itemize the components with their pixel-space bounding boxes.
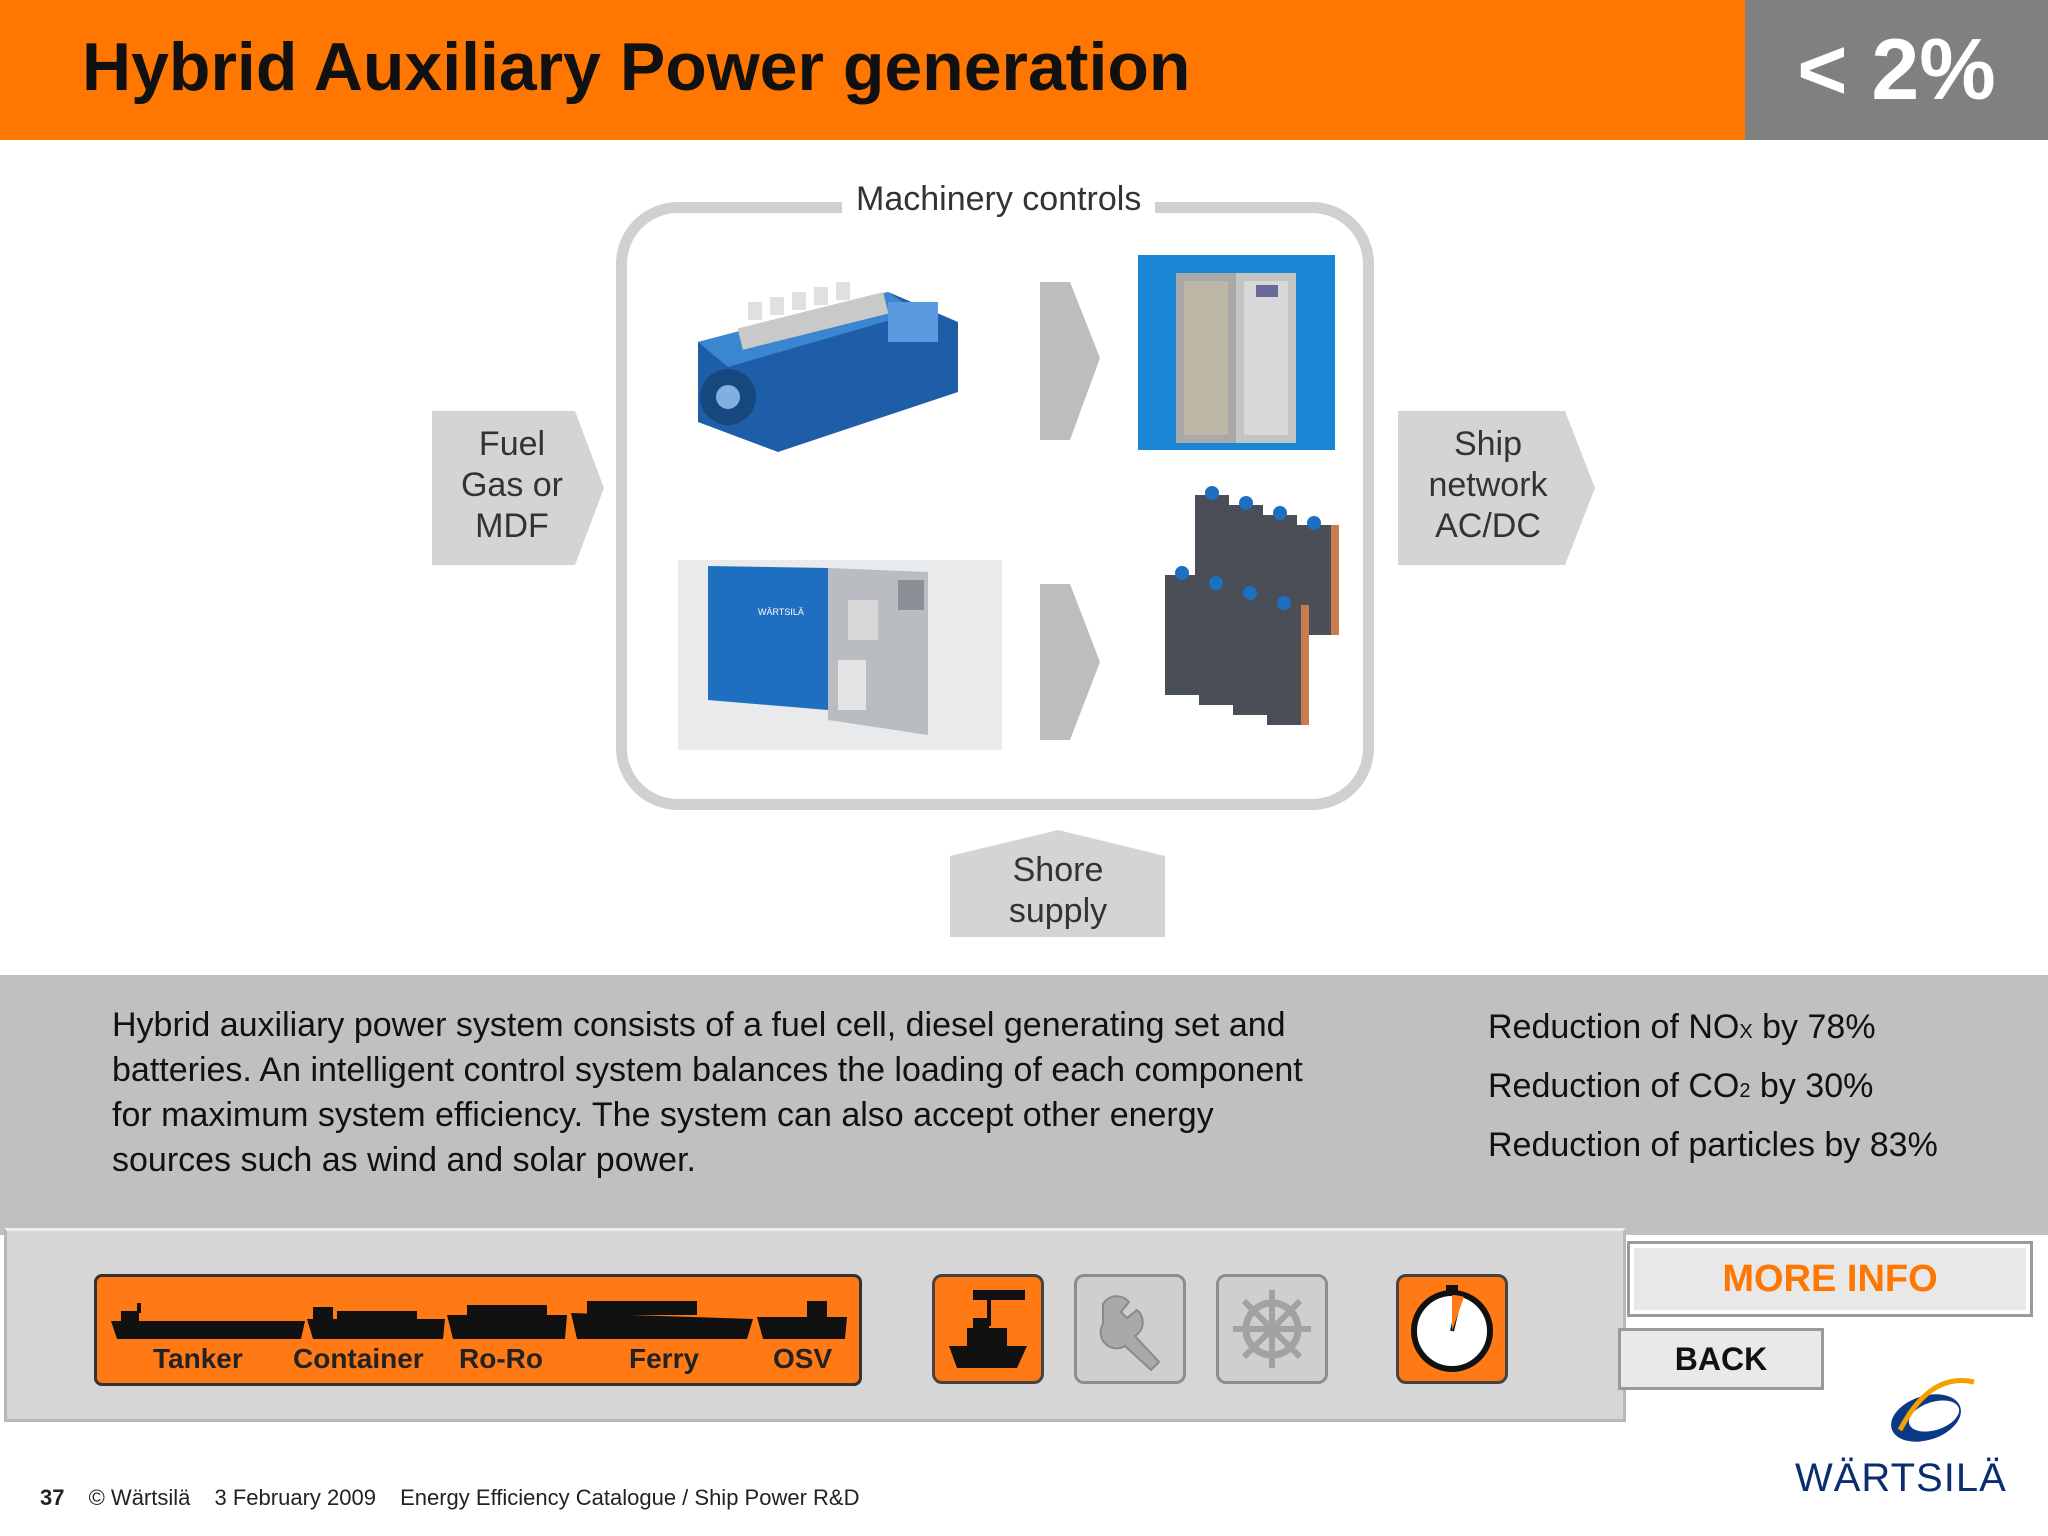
fuel-input-arrow [432, 411, 604, 565]
system-description: Hybrid auxiliary power system consists o… [112, 1006, 1303, 1179]
svg-text:WÄRTSILÄ: WÄRTSILÄ [758, 607, 804, 617]
battery-bank-image [1165, 486, 1339, 725]
stopwatch-icon [1411, 1285, 1493, 1372]
wrench-icon [1099, 1295, 1161, 1372]
result-nox: Reduction of NOX by 78% [1488, 1008, 1876, 1046]
ship-type-bar[interactable]: Tanker Container Ro-Ro Ferry OSV [94, 1274, 862, 1386]
fuel-input-line-2: Gas or [460, 466, 564, 504]
header-bar [0, 0, 1745, 140]
ship-osv-label[interactable]: OSV [773, 1343, 833, 1374]
payback-time-button[interactable] [1396, 1274, 1508, 1384]
fuel-cell-image: WÄRTSILÄ [678, 560, 1002, 750]
footer-date: 3 February 2009 [214, 1485, 376, 1510]
shore-supply-label: Shore supply [958, 850, 1158, 932]
ship-silhouettes [111, 1301, 847, 1339]
fuel-input-line-3: MDF [475, 507, 549, 545]
savings-badge: < 2% [1745, 0, 2048, 140]
maintenance-button[interactable] [1074, 1274, 1186, 1384]
page-number: 37 [40, 1485, 65, 1510]
result-co2: Reduction of CO2 by 30% [1488, 1067, 1874, 1105]
ship-network-arrow [1398, 411, 1595, 565]
ship-port-icon [949, 1290, 1027, 1368]
footer: 37 © Wärtsilä 3 February 2009 Energy Eff… [40, 1485, 877, 1511]
fuel-input-label: Fuel Gas or MDF [432, 424, 592, 547]
machinery-controls-label: Machinery controls [842, 180, 1156, 219]
wartsila-logo: WÄRTSILÄ [1795, 1456, 2007, 1500]
ferry-silhouette [571, 1313, 753, 1339]
container-silhouette [307, 1319, 445, 1339]
results-list: Reduction of NOX by 78% Reduction of CO2… [1488, 1000, 2028, 1172]
back-button[interactable]: BACK [1618, 1328, 1824, 1390]
catalogue-title: Energy Efficiency Catalogue / Ship Power… [400, 1485, 860, 1510]
more-info-button[interactable]: MORE INFO [1627, 1241, 2033, 1317]
ship-container-label[interactable]: Container [293, 1343, 424, 1374]
fuelcell-to-battery-arrow [1040, 584, 1100, 740]
wartsila-logo-icon [1891, 1378, 1975, 1442]
shore-supply-line-2: supply [1008, 892, 1108, 930]
osv-silhouette [757, 1317, 847, 1339]
result-particles: Reduction of particles by 83% [1488, 1126, 1938, 1164]
info-band [0, 975, 2048, 1235]
ship-ferry-label[interactable]: Ferry [629, 1343, 700, 1374]
shore-supply-line-1: Shore [1012, 851, 1104, 889]
engine-to-cabinet-arrow [1040, 282, 1100, 440]
diesel-engine-image [698, 282, 958, 452]
electrical-cabinet-image [1138, 255, 1335, 450]
ship-port-button[interactable] [932, 1274, 1044, 1384]
fuel-input-line-1: Fuel [478, 425, 546, 463]
ship-network-line-1: Ship [1453, 425, 1523, 463]
tanker-silhouette [111, 1321, 305, 1339]
ship-roro-label[interactable]: Ro-Ro [459, 1343, 543, 1374]
ship-tanker-label[interactable]: Tanker [153, 1343, 243, 1374]
roro-silhouette [447, 1315, 567, 1339]
page-title: Hybrid Auxiliary Power generation [82, 29, 1191, 105]
helm-wheel-icon [1233, 1290, 1311, 1368]
ship-network-line-2: network [1428, 466, 1548, 504]
shore-supply-arrow [950, 830, 1165, 937]
copyright: © Wärtsilä [88, 1485, 191, 1510]
ship-network-label: Ship network AC/DC [1408, 424, 1568, 547]
ship-network-line-3: AC/DC [1435, 507, 1541, 545]
operations-button[interactable] [1216, 1274, 1328, 1384]
